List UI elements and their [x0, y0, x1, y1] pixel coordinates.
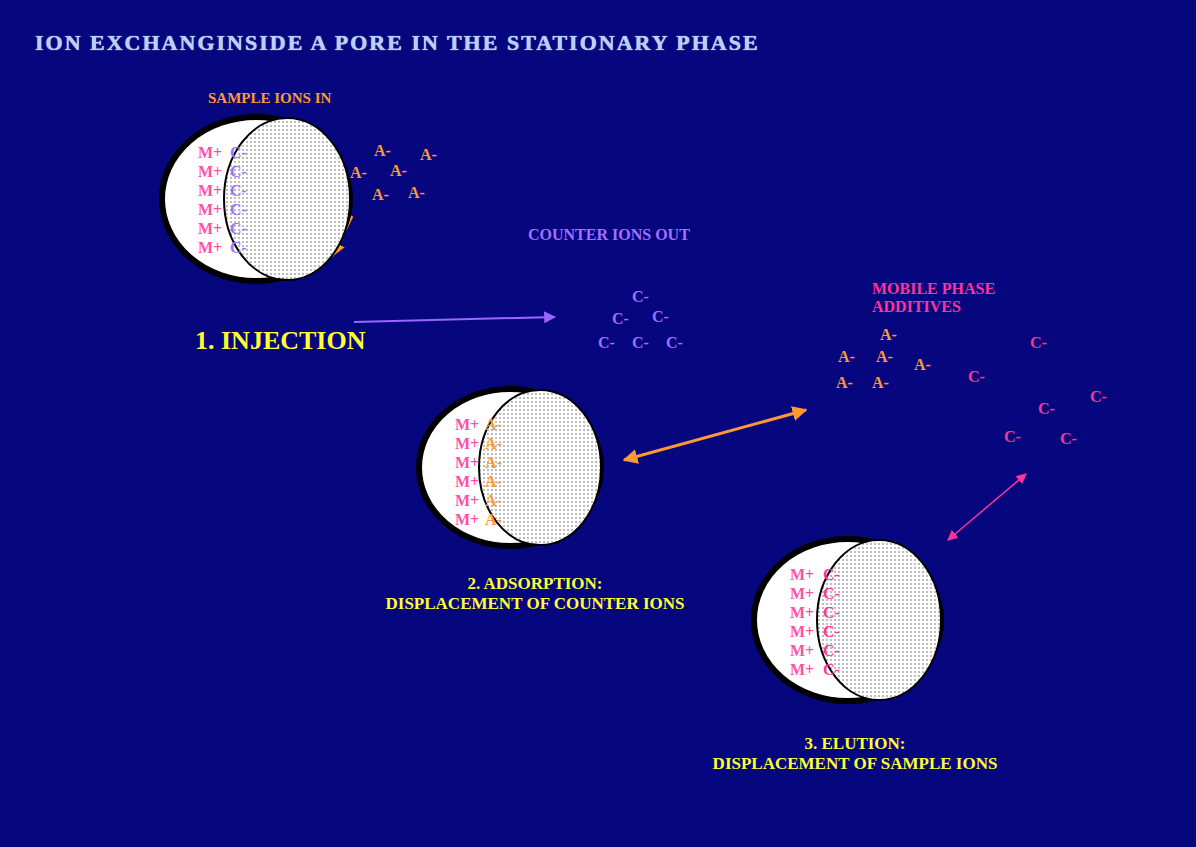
pore-adsorption: M+ M+ M+ M+ M+ M+ A- A- A- A- A- A-: [415, 385, 605, 550]
diagram-title: ION EXCHANGINSIDE A PORE IN THE STATIONA…: [35, 30, 760, 55]
ion-label: C-: [632, 288, 649, 306]
ion-label: A-: [350, 164, 367, 182]
pore-shape: [158, 113, 354, 285]
ion-label: A-: [408, 184, 425, 202]
ion-label: C-: [1060, 430, 1077, 448]
ion-label: A-: [836, 374, 853, 392]
elution-arrow: [948, 474, 1026, 540]
ion-label: A-: [390, 162, 407, 180]
exchange-arrow: [624, 410, 806, 460]
ion-label: A-: [914, 356, 931, 374]
step-label: 2. ADSORPTION: DISPLACEMENT OF COUNTER I…: [386, 574, 685, 613]
exchange-ion-column: A- A- A- A- A- A-: [485, 415, 502, 529]
exchange-ion-column: C- C- C- C- C- C-: [230, 143, 247, 257]
caption-label: MOBILE PHASE ADDITIVES: [872, 280, 995, 317]
ion-label: A-: [880, 326, 897, 344]
fixed-ion-column: M+ M+ M+ M+ M+ M+: [790, 565, 814, 679]
ion-label: C-: [968, 368, 985, 386]
ion-label: C-: [1038, 400, 1055, 418]
ion-label: A-: [372, 186, 389, 204]
ion-label: A-: [420, 146, 437, 164]
ion-label: C-: [632, 334, 649, 352]
ion-label: C-: [598, 334, 615, 352]
ion-label: C-: [1030, 334, 1047, 352]
step-label: 3. ELUTION: DISPLACEMENT OF SAMPLE IONS: [713, 734, 998, 773]
pore-elution: M+ M+ M+ M+ M+ M+ C- C- C- C- C- C-: [750, 535, 945, 705]
fixed-ion-column: M+ M+ M+ M+ M+ M+: [455, 415, 479, 529]
ion-label: C-: [1090, 388, 1107, 406]
ion-label: C-: [652, 308, 669, 326]
ion-label: C-: [666, 334, 683, 352]
ion-label: A-: [876, 348, 893, 366]
ion-label: C-: [612, 310, 629, 328]
caption-label: SAMPLE IONS IN: [208, 90, 331, 107]
ion-label: A-: [838, 348, 855, 366]
pore-injection: M+ M+ M+ M+ M+ M+ C- C- C- C- C- C-: [158, 113, 354, 285]
ion-label: C-: [1004, 428, 1021, 446]
ion-label: A-: [374, 142, 391, 160]
exchange-ion-column: C- C- C- C- C- C-: [823, 565, 840, 679]
caption-label: COUNTER IONS OUT: [528, 226, 690, 244]
counter-out-arrow: [354, 317, 555, 322]
ion-label: A-: [872, 374, 889, 392]
pore-shape: [750, 535, 945, 705]
fixed-ion-column: M+ M+ M+ M+ M+ M+: [198, 143, 222, 257]
pore-shape: [415, 385, 605, 550]
step-label: 1. INJECTION: [195, 326, 365, 356]
